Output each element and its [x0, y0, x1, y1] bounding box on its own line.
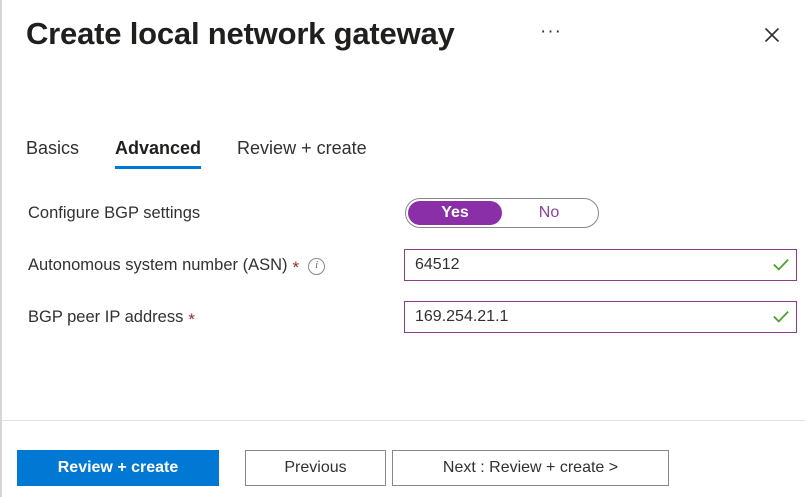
- page-title: Create local network gateway: [26, 16, 455, 51]
- toggle-option-yes[interactable]: Yes: [408, 201, 502, 225]
- configure-bgp-settings-toggle[interactable]: Yes No: [405, 198, 599, 228]
- close-icon[interactable]: [755, 18, 789, 52]
- asn-input-wrapper[interactable]: [404, 249, 797, 281]
- tab-advanced-label: Advanced: [115, 138, 202, 158]
- field-bgp-peer-ip-address: BGP peer IP address *: [2, 294, 805, 346]
- bgp-peer-ip-input[interactable]: [405, 302, 766, 332]
- bgp-peer-ip-label-text: BGP peer IP address: [28, 308, 184, 326]
- footer-divider: [2, 420, 805, 421]
- field-asn: Autonomous system number (ASN) * i: [2, 242, 805, 294]
- review-create-button-label: Review + create: [57, 459, 179, 476]
- tab-basics[interactable]: Basics: [26, 138, 79, 169]
- previous-button[interactable]: Previous: [245, 450, 386, 486]
- toggle-option-no[interactable]: No: [502, 201, 596, 225]
- required-asterisk-icon: *: [188, 310, 195, 329]
- tab-review-create[interactable]: Review + create: [237, 138, 367, 169]
- tab-advanced[interactable]: Advanced: [115, 138, 202, 169]
- info-icon[interactable]: i: [308, 258, 326, 275]
- toggle-option-no-label: No: [538, 204, 560, 221]
- next-button[interactable]: Next : Review + create >: [392, 450, 669, 486]
- asn-input[interactable]: [405, 250, 766, 280]
- blade-tablist: Basics Advanced Review + create: [26, 138, 367, 174]
- blade-title-bar: Create local network gateway ···: [2, 0, 805, 78]
- valid-check-icon: [766, 302, 796, 332]
- asn-label-text: Autonomous system number (ASN): [28, 256, 288, 274]
- valid-check-icon: [766, 250, 796, 280]
- configure-bgp-settings-label-text: Configure BGP settings: [28, 204, 201, 222]
- next-button-label: Next : Review + create >: [442, 459, 619, 476]
- advanced-form: Configure BGP settings Yes No Autonomous…: [2, 190, 805, 346]
- bgp-peer-ip-label: BGP peer IP address *: [28, 308, 195, 329]
- tab-review-create-label: Review + create: [237, 138, 367, 158]
- tab-basics-label: Basics: [26, 138, 80, 158]
- field-configure-bgp-settings: Configure BGP settings Yes No: [2, 190, 805, 242]
- previous-button-label: Previous: [284, 459, 347, 476]
- toggle-option-yes-label: Yes: [441, 204, 469, 221]
- bgp-peer-ip-input-wrapper[interactable]: [404, 301, 797, 333]
- required-asterisk-icon: *: [292, 258, 300, 277]
- review-create-button[interactable]: Review + create: [17, 450, 219, 486]
- configure-bgp-settings-label: Configure BGP settings: [28, 204, 200, 223]
- more-options-icon[interactable]: ···: [540, 21, 562, 42]
- asn-label: Autonomous system number (ASN) * i: [28, 256, 326, 277]
- blade-footer: Review + create Previous Next : Review +…: [2, 421, 805, 497]
